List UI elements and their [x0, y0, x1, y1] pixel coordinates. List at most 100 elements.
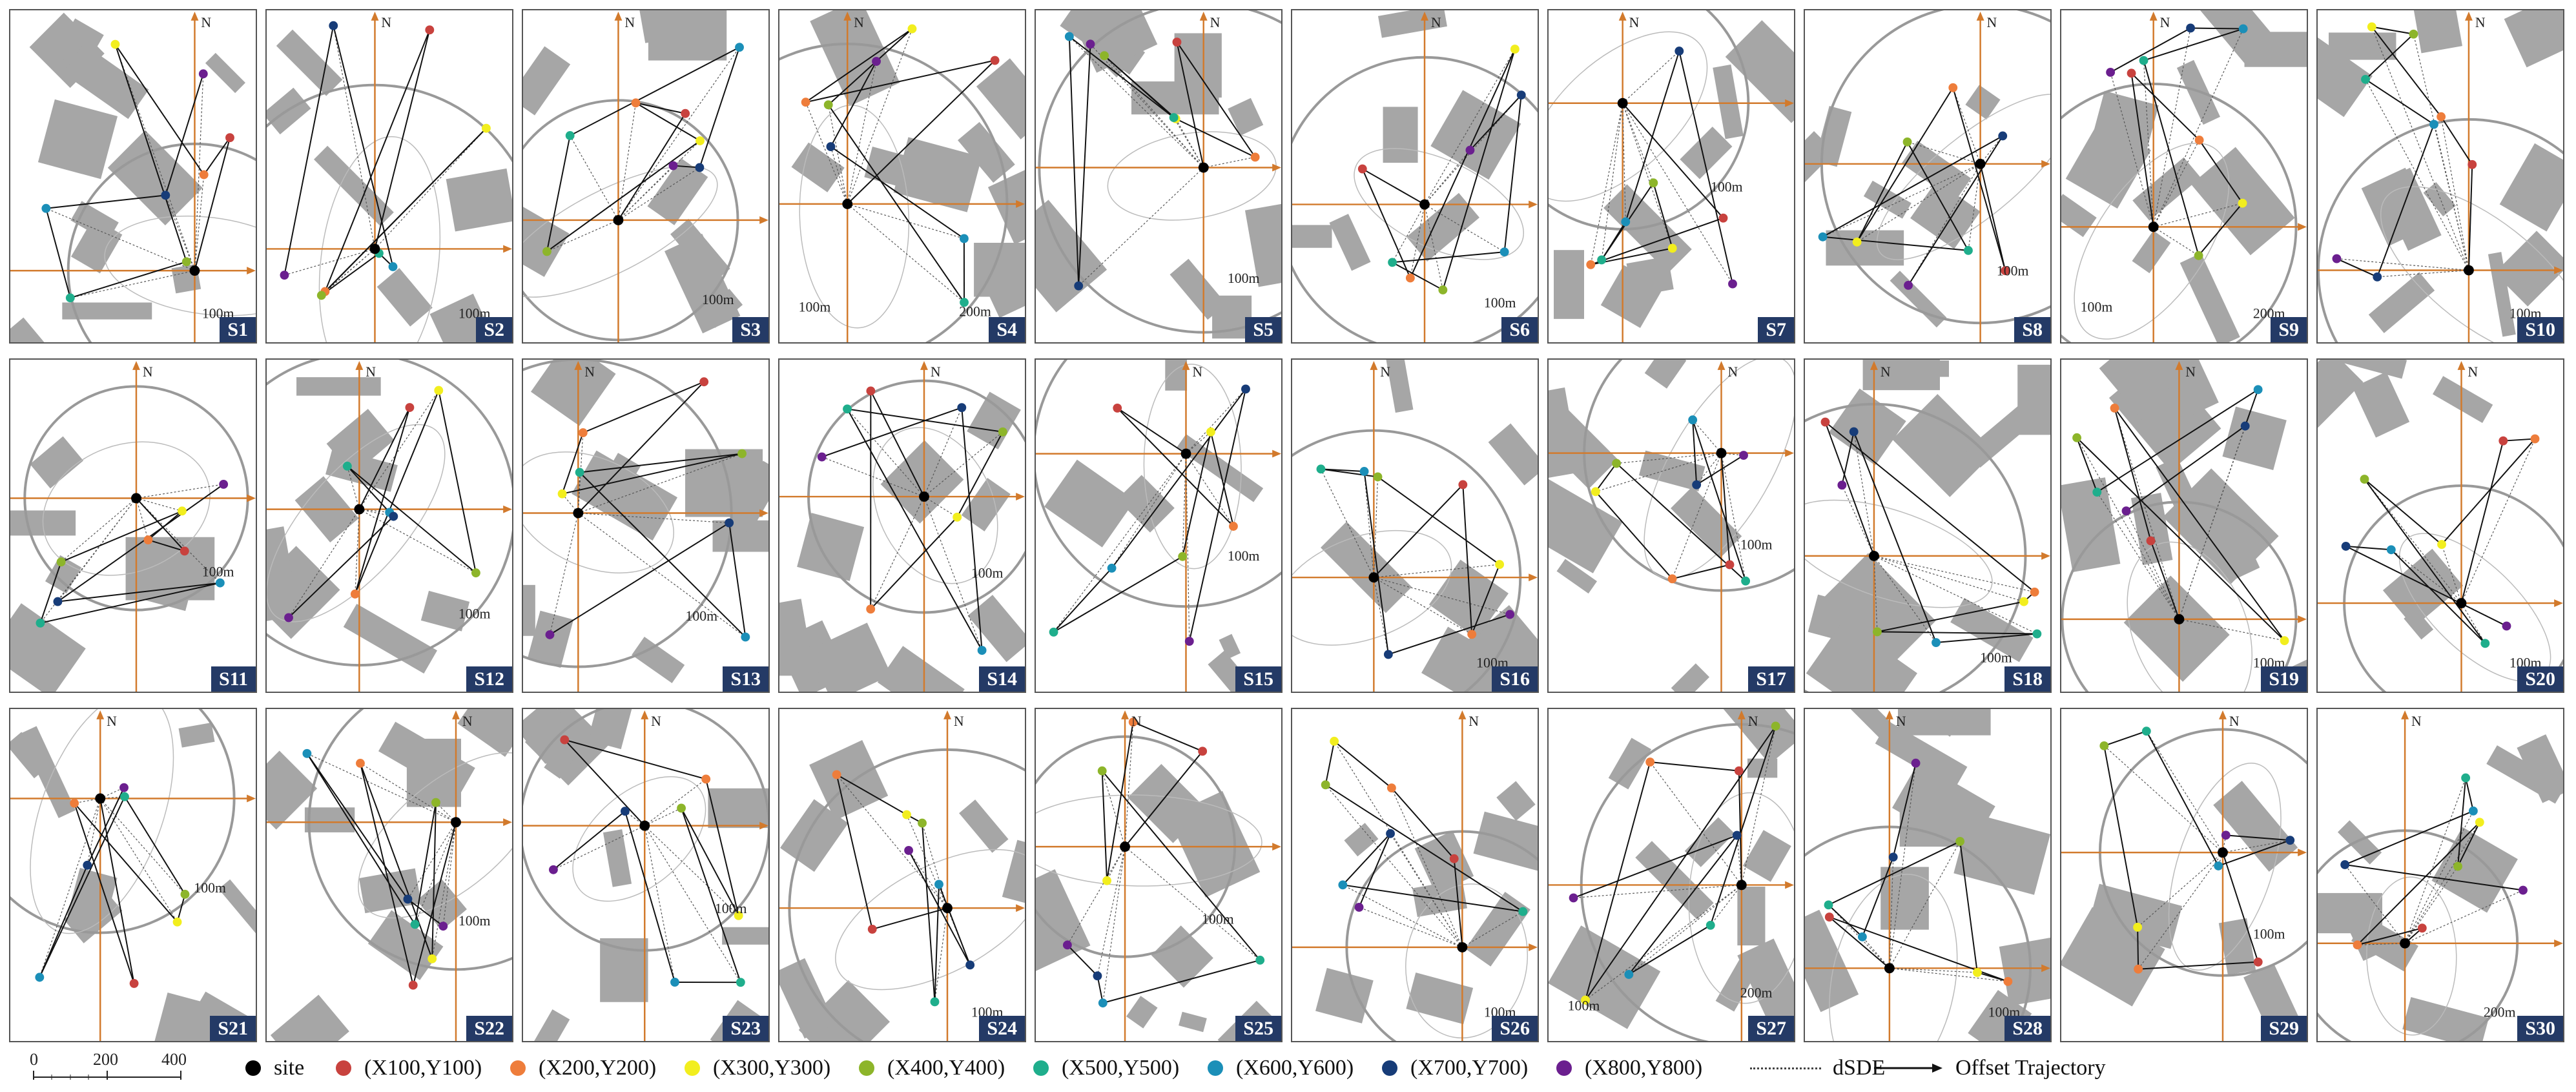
point-x100 — [1198, 747, 1208, 756]
point-x800 — [545, 630, 555, 639]
dsde-line — [923, 496, 983, 651]
building-shape — [531, 360, 616, 426]
dsde-line — [1573, 884, 1742, 899]
point-x600 — [1857, 932, 1867, 942]
dsde-line — [2344, 864, 2406, 944]
dsde-line — [99, 798, 178, 923]
x700-marker-icon — [1382, 1060, 1397, 1076]
point-x400 — [1649, 178, 1658, 188]
site-point — [639, 820, 650, 831]
trajectory-segment — [836, 774, 873, 930]
site-point — [2174, 613, 2185, 624]
point-x200 — [1948, 83, 1958, 92]
north-arrow-icon — [2149, 11, 2158, 21]
east-arrow-icon — [1272, 163, 1281, 172]
ring-label: 100m — [1228, 548, 1260, 564]
point-x500 — [120, 792, 129, 801]
building-shape — [1244, 201, 1281, 287]
trajectory-segment — [546, 140, 701, 252]
trajectory-segment — [1111, 388, 1246, 569]
building-shape — [1496, 781, 1536, 821]
point-x600 — [1621, 217, 1631, 227]
trajectory-segment — [681, 808, 741, 983]
building-shape — [2404, 608, 2434, 640]
trajectory-segment — [2103, 730, 2147, 747]
trajectory-segment — [1601, 221, 1627, 260]
dsde-line — [2404, 810, 2474, 944]
building-shape — [2337, 360, 2407, 379]
building-shape — [2123, 575, 2230, 682]
ring-label: 100m — [685, 608, 717, 624]
building-shape — [1002, 840, 1025, 905]
point-x400 — [1612, 458, 1622, 468]
north-label: N — [2411, 714, 2422, 729]
dsde-line — [2377, 269, 2469, 278]
north-arrow-icon — [1199, 11, 1208, 21]
point-x400 — [1100, 51, 1109, 61]
site-point — [2456, 598, 2467, 608]
dsde-line — [2153, 28, 2191, 227]
trajectory-segment — [2371, 26, 2442, 118]
sde-ellipse — [799, 105, 910, 329]
panel-label: S11 — [211, 666, 256, 692]
trajectory-segment — [553, 810, 626, 871]
trajectory-segment — [805, 59, 995, 103]
dsde-line — [1873, 555, 2037, 635]
east-arrow-icon — [247, 267, 256, 275]
trajectory-segment — [2457, 821, 2480, 867]
building-shape — [967, 391, 1021, 449]
point-x100 — [2146, 536, 2156, 546]
east-arrow-icon — [2298, 615, 2307, 623]
ring-label: 100m — [702, 292, 734, 307]
trajectory-segment — [872, 907, 948, 930]
site-point — [2148, 221, 2159, 232]
point-x200 — [2110, 404, 2119, 413]
panel-label: S19 — [2261, 666, 2307, 692]
building-shape — [1862, 360, 1940, 391]
trajectory-segment — [1853, 431, 1937, 643]
dsde-line — [136, 497, 183, 511]
sde-ellipse — [1292, 530, 1452, 646]
trajectory-segment — [2371, 26, 2414, 35]
building-shape — [958, 121, 1015, 183]
dsde-line — [2153, 226, 2199, 256]
point-x100 — [699, 377, 709, 387]
point-x200 — [2437, 112, 2446, 121]
trajectory-segment — [2503, 438, 2535, 442]
building-shape — [367, 910, 444, 980]
north-label: N — [1896, 714, 1906, 729]
north-arrow-icon — [1458, 710, 1467, 719]
point-x100 — [560, 735, 570, 745]
north-arrow-icon — [614, 11, 623, 21]
dsde-line — [1067, 846, 1126, 945]
trajectory-segment — [407, 898, 444, 927]
building-shape — [1819, 553, 1936, 671]
north-label: N — [651, 714, 661, 729]
site-point — [1716, 448, 1727, 458]
building-shape — [1071, 10, 1158, 73]
dsde-line — [194, 174, 205, 271]
dsde-line — [1889, 967, 2008, 982]
building-shape — [1344, 823, 1379, 857]
x400-marker-icon — [859, 1060, 874, 1076]
trajectory-segment — [1067, 944, 1098, 976]
panel-label: S2 — [476, 317, 512, 342]
building-shape — [1128, 763, 1207, 843]
point-x800 — [1728, 279, 1737, 289]
x200-marker-icon — [510, 1060, 526, 1076]
trajectory-segment — [805, 28, 913, 103]
dsde-line — [821, 456, 925, 497]
dsde-line — [2153, 203, 2243, 227]
point-x100 — [225, 133, 234, 143]
point-x800 — [1837, 480, 1847, 490]
trajectory-segment — [1210, 431, 1234, 527]
point-x400 — [823, 100, 833, 110]
point-x200 — [1405, 273, 1415, 283]
ring-label: 100m — [459, 606, 491, 622]
point-x300 — [434, 386, 444, 395]
point-x500 — [736, 978, 745, 987]
